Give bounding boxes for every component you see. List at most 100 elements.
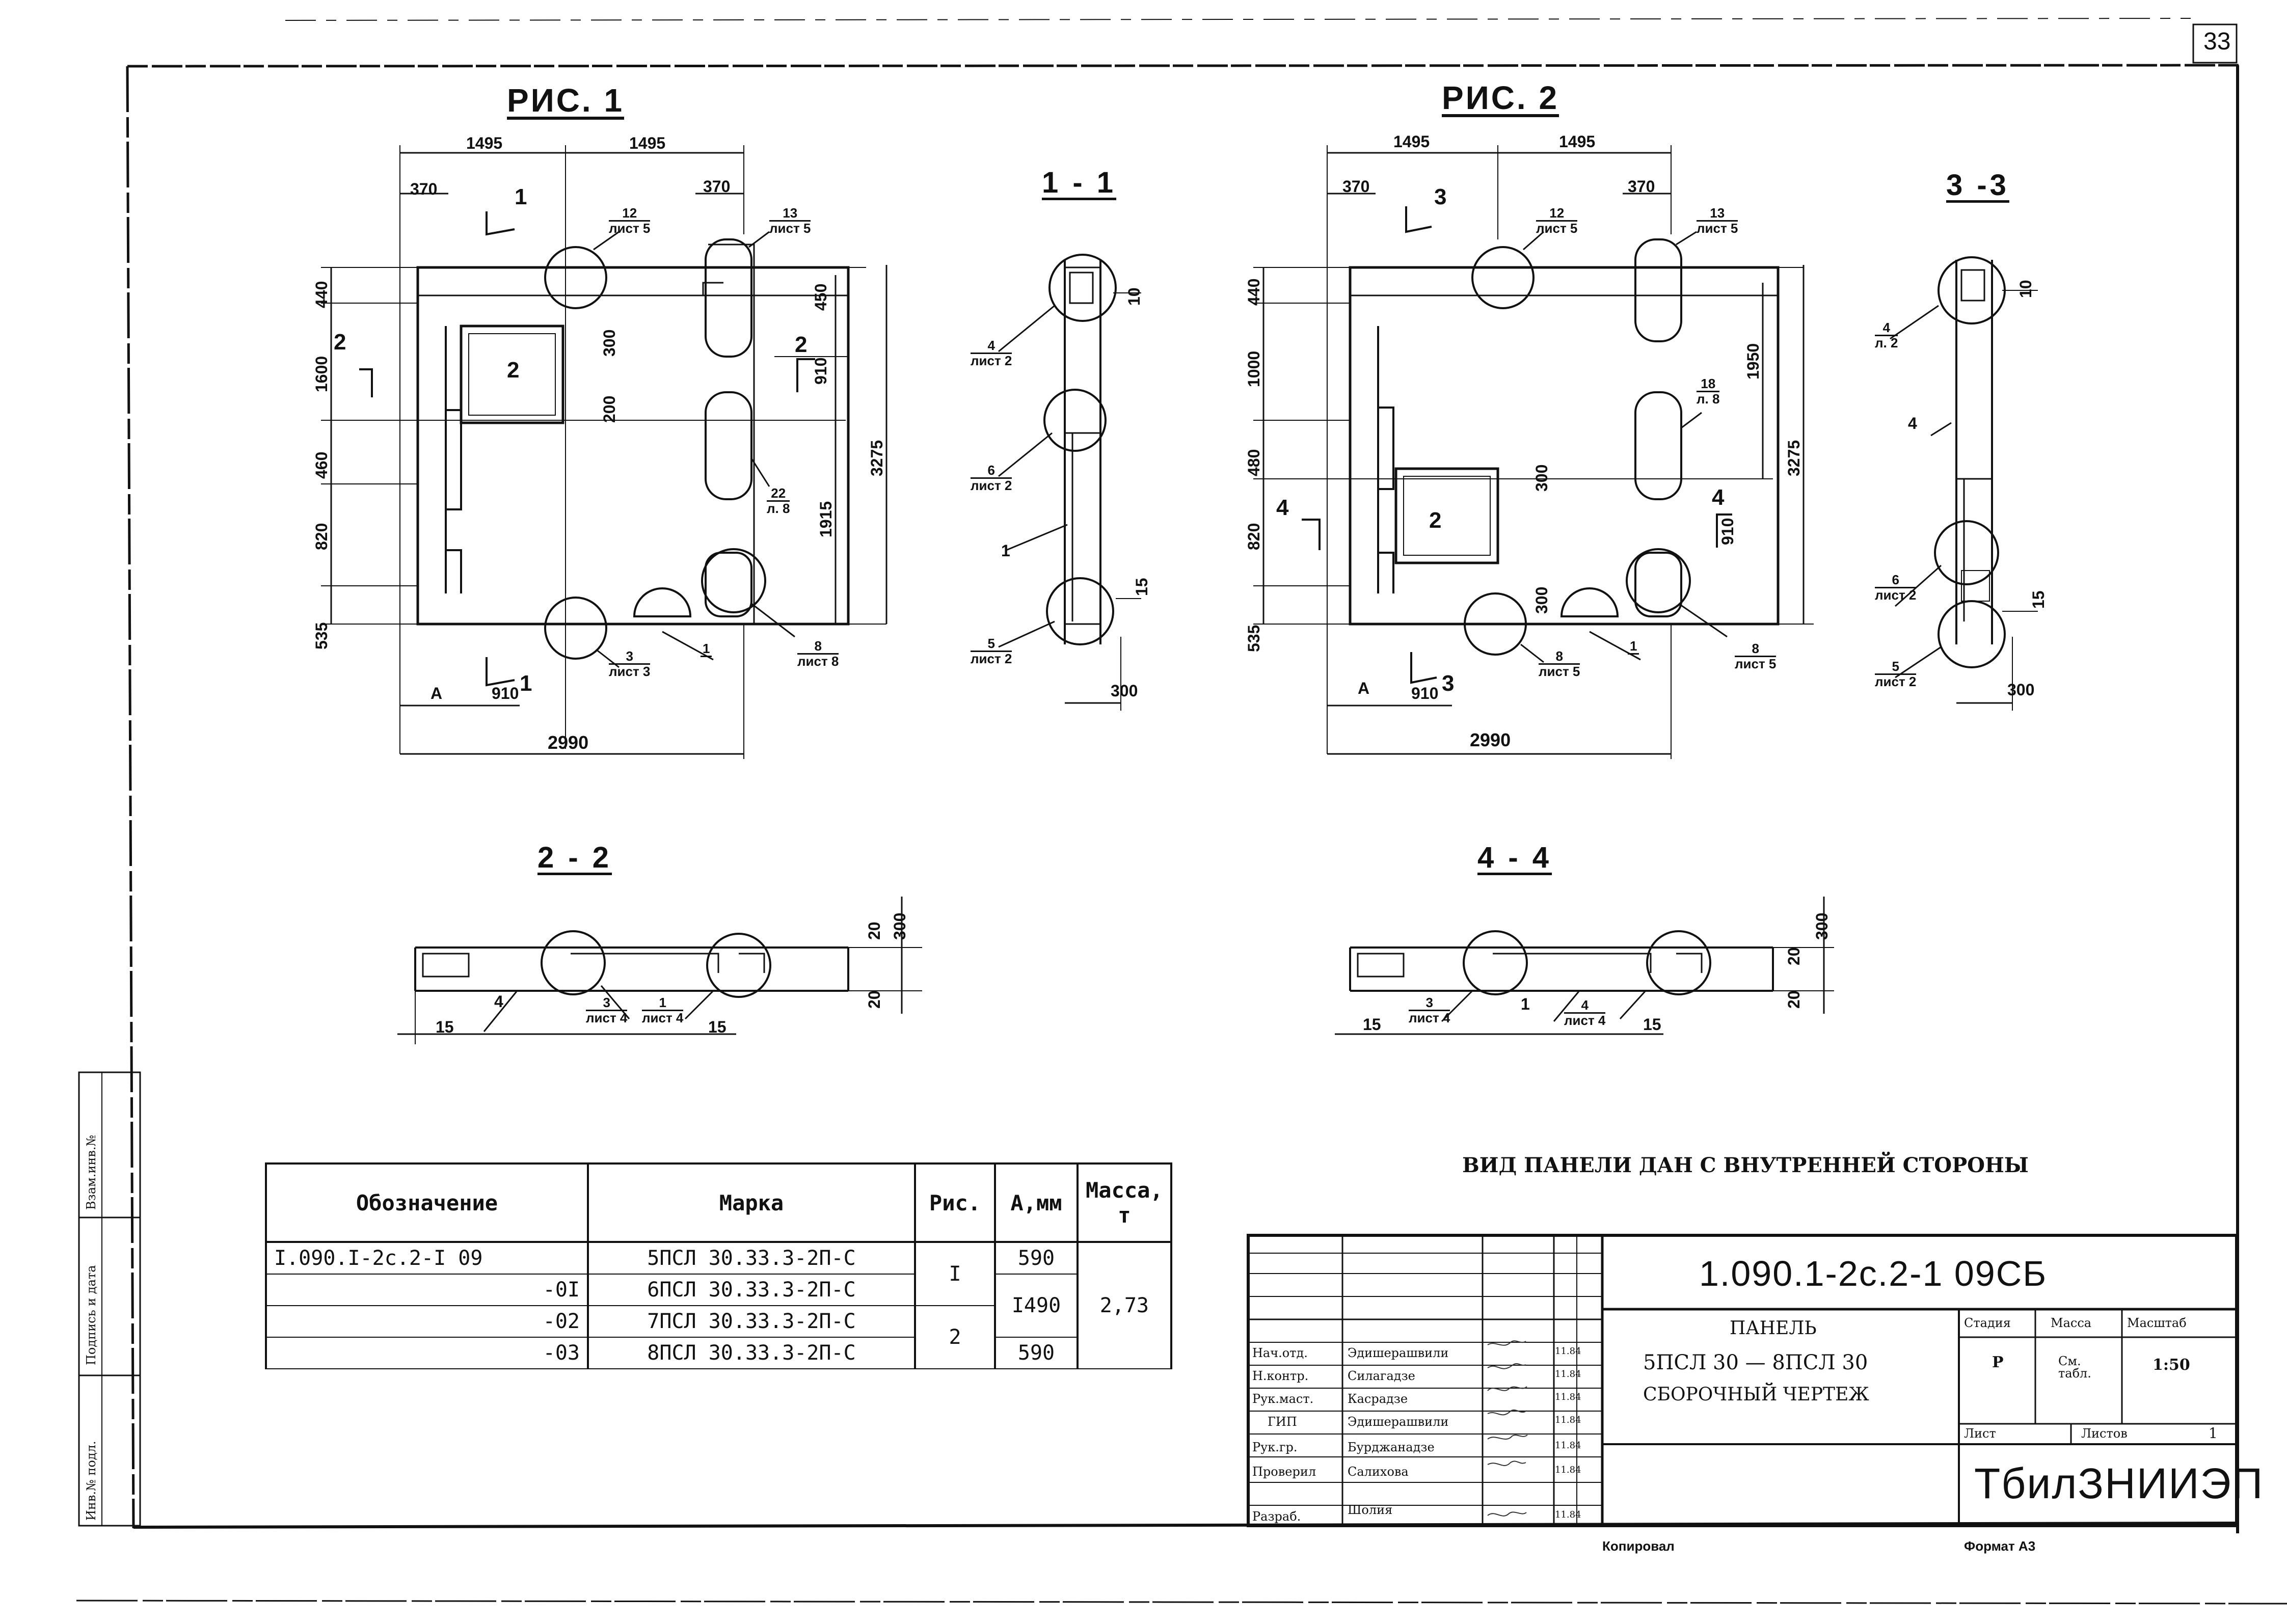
spec-cell-designation: I.090.I-2с.2-I 09 xyxy=(265,1241,589,1275)
stamp-date: 11.84 xyxy=(1555,1465,1581,1475)
fig1-cut-1-bottom: 1 xyxy=(520,671,532,696)
spec-header-designation: Обозначение xyxy=(265,1162,589,1243)
spec-cell-mark: 6ПСЛ 30.33.3-2П-С xyxy=(587,1274,916,1306)
specification-table: Обозначение Марка Рис. А,мм Масса, т I.0… xyxy=(265,1162,1172,1369)
fig2-opening-mark: 2 xyxy=(1429,508,1442,533)
stamp-name: Шолия xyxy=(1348,1503,1393,1517)
side-signature-date: Подпись и дата xyxy=(84,1265,98,1365)
fig2-dim-300a: 300 xyxy=(1532,464,1551,492)
title-mass: См. табл. xyxy=(2058,1354,2091,1381)
copied-by-label: Копировал xyxy=(1602,1538,1675,1554)
s11-body-mark: 1 xyxy=(1001,542,1010,560)
fig1-dim-A: A xyxy=(431,684,443,702)
s22-dim-15b: 15 xyxy=(708,1018,727,1036)
fig2-dim-1950: 1950 xyxy=(1744,343,1762,380)
fig2-dim-top-right: 1495 xyxy=(1559,132,1596,151)
view-note: ВИД ПАНЕЛИ ДАН С ВНУТРЕННЕЙ СТОРОНЫ xyxy=(1462,1153,2029,1177)
fig1-dim-total-width: 2990 xyxy=(548,732,589,753)
fig2-dim-total-width: 2990 xyxy=(1470,729,1511,750)
fig1-dim-450: 450 xyxy=(812,283,830,311)
fig2-dim-total-height: 3275 xyxy=(1785,440,1803,476)
fig1-dim-1915: 1915 xyxy=(817,501,835,537)
spec-header-row: Обозначение Марка Рис. А,мм Масса, т xyxy=(265,1162,1172,1243)
s33-dim-300: 300 xyxy=(2007,681,2035,699)
stamp-row: Разраб. xyxy=(1252,1509,1301,1524)
s44-dim-15b: 15 xyxy=(1643,1015,1661,1034)
fig2-dim-v2: 1000 xyxy=(1245,350,1263,387)
fig2-dim-910: 910 xyxy=(1718,518,1737,545)
fig1-cut-2-left: 2 xyxy=(334,330,346,355)
table-row: I.090.I-2с.2-I 09 5ПСЛ 30.33.3-2П-С I 59… xyxy=(265,1241,1172,1369)
section-1-1-title: 1 - 1 xyxy=(1042,166,1117,199)
s33-dim-10: 10 xyxy=(2016,280,2035,298)
side-inv-replaced: Взам.инв.№ xyxy=(84,1134,98,1210)
stamp-date: 11.84 xyxy=(1555,1415,1581,1425)
s22-dim-20a: 20 xyxy=(865,922,883,940)
stamp-name: Силагадзе xyxy=(1348,1369,1415,1383)
section-3-3-title: 3 -3 xyxy=(1946,169,2009,202)
fig1-dim-total-height: 3275 xyxy=(868,440,886,476)
stamp-row: Нач.отд. xyxy=(1252,1346,1308,1360)
s11-dim-10: 10 xyxy=(1125,287,1143,306)
title-sheets-label: Листов xyxy=(2081,1426,2128,1441)
spec-cell-mark: 7ПСЛ 30.33.3-2П-С xyxy=(587,1305,916,1338)
s22-dim-20b: 20 xyxy=(865,990,883,1009)
spec-header-mark: Марка xyxy=(587,1162,916,1243)
fig1-dim-left-offset: 370 xyxy=(410,180,438,198)
page-number: 33 xyxy=(2203,28,2231,55)
fig2-dim-300b: 300 xyxy=(1532,586,1551,614)
fig1-dim-910-bottom: 910 xyxy=(492,684,519,702)
stamp-name: Эдишерашвили xyxy=(1348,1346,1449,1360)
stamp-row: Рук.гр. xyxy=(1252,1440,1298,1454)
spec-cell-a: 590 xyxy=(994,1337,1079,1369)
s33-dim-15: 15 xyxy=(2029,590,2048,609)
fig1-cut-2-right: 2 xyxy=(795,332,808,357)
fig1-dim-opening-top: 300 xyxy=(600,329,618,357)
fig1-dim-top-right: 1495 xyxy=(629,134,666,152)
figure-1-title: РИС. 1 xyxy=(507,82,625,119)
stamp-date: 11.84 xyxy=(1555,1346,1581,1357)
title-scale: 1:50 xyxy=(2153,1356,2190,1374)
fig1-dim-v2: 1600 xyxy=(312,356,331,392)
spec-cell-a: 590 xyxy=(994,1241,1079,1275)
document-code: 1.090.1-2с.2-1 09СБ xyxy=(1699,1254,2048,1293)
fig1-dim-right-offset: 370 xyxy=(703,177,731,196)
title-name-2: 5ПСЛ 30 — 8ПСЛ 30 xyxy=(1643,1351,1868,1374)
fig2-cut-4-right: 4 xyxy=(1712,485,1725,510)
stamp-row: Н.контр. xyxy=(1252,1369,1309,1383)
fig2-dim-v3: 480 xyxy=(1245,449,1263,476)
fig2-cut-3-top: 3 xyxy=(1434,184,1447,209)
s11-dim-300: 300 xyxy=(1111,682,1138,700)
fig2-dim-top-left: 1495 xyxy=(1393,132,1430,151)
fig2-dim-right-offset: 370 xyxy=(1628,177,1655,196)
spec-header-fig: Рис. xyxy=(914,1162,996,1243)
figure-2-title: РИС. 2 xyxy=(1442,79,1559,116)
stamp-row: Проверил xyxy=(1252,1465,1316,1479)
s22-mark-4: 4 xyxy=(494,992,503,1011)
fig1-callout-1: 1 xyxy=(701,641,712,658)
section-4-4-title: 4 - 4 xyxy=(1477,841,1552,874)
title-scale-header: Масштаб xyxy=(2127,1316,2187,1330)
fig1-cut-1-top: 1 xyxy=(515,184,527,209)
spec-cell-fig-2: 2 xyxy=(914,1305,996,1369)
title-name-3: СБОРОЧНЫЙ ЧЕРТЕЖ xyxy=(1643,1384,1869,1405)
s44-dim-15a: 15 xyxy=(1363,1015,1381,1034)
s11-dim-15: 15 xyxy=(1133,578,1151,596)
table-row: -0I 6ПСЛ 30.33.3-2П-С I490 xyxy=(265,1274,1171,1338)
s44-mark-1: 1 xyxy=(1521,995,1530,1013)
spec-cell-designation: -02 xyxy=(265,1305,589,1338)
title-stage-header: Стадия xyxy=(1964,1316,2011,1330)
fig1-dim-910: 910 xyxy=(812,357,830,385)
